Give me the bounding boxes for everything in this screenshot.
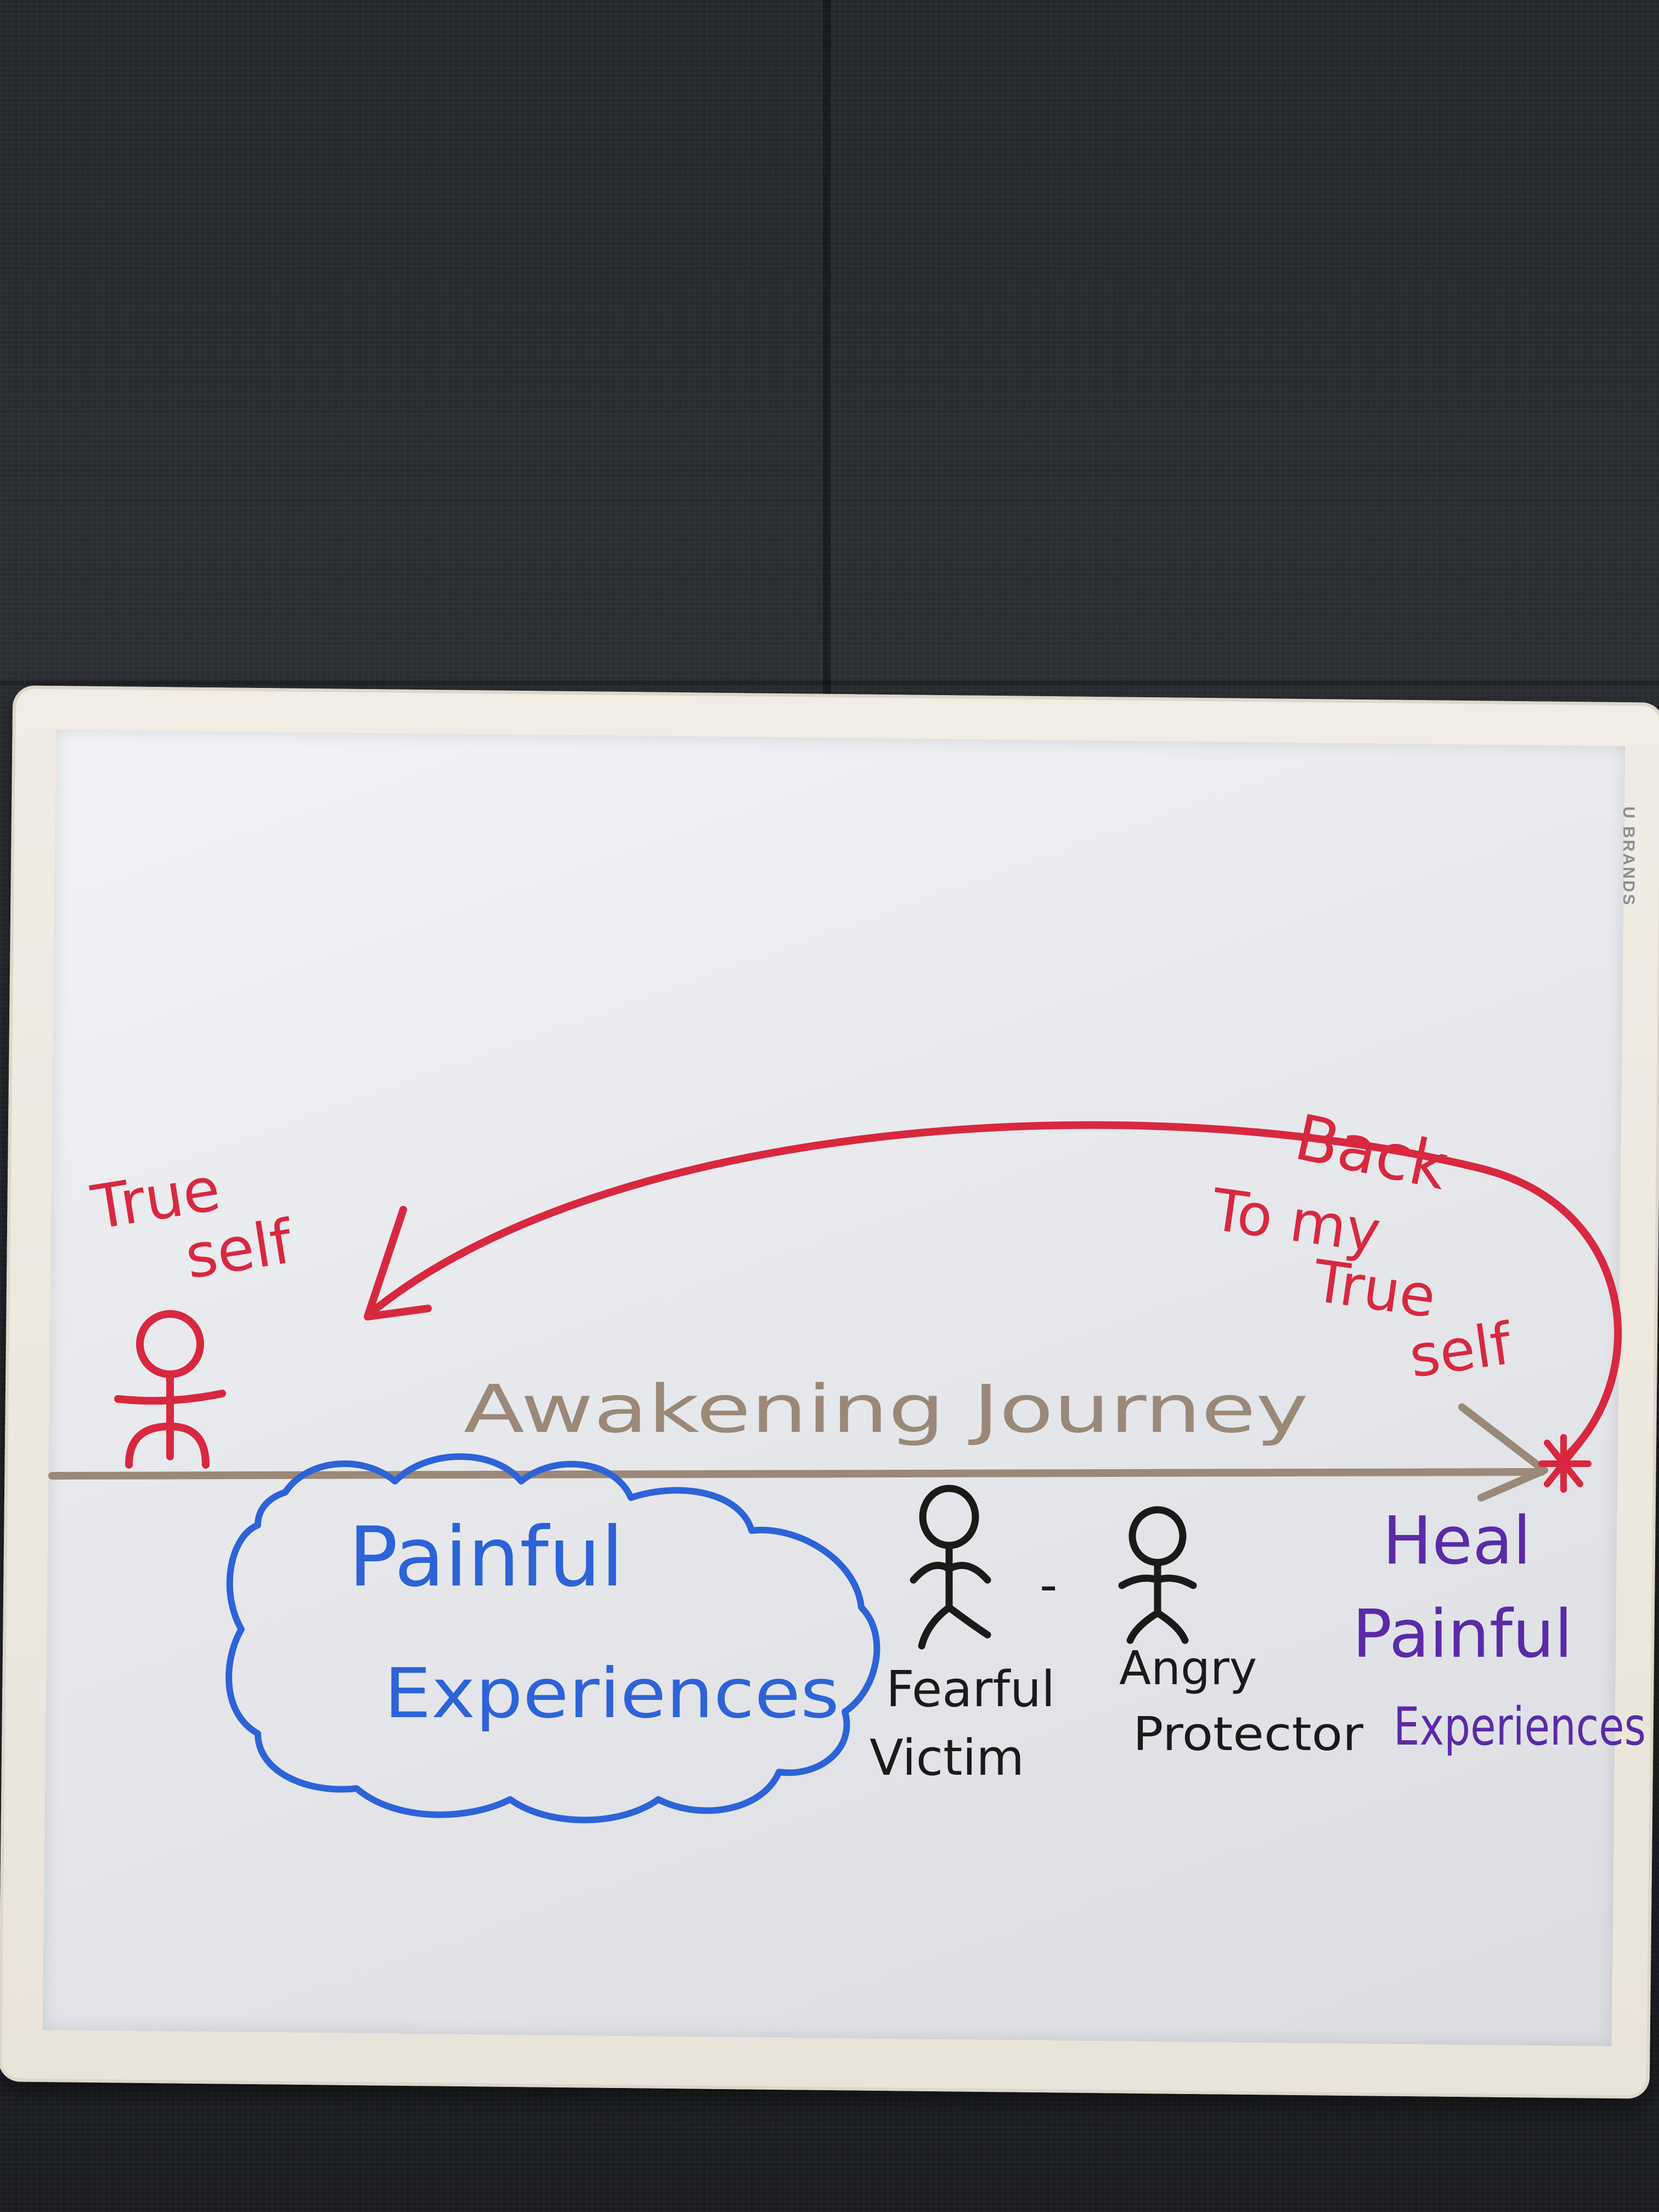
cloud-label-line-1: Painful: [348, 1510, 624, 1605]
cloud-label-line-2: Experiences: [384, 1654, 839, 1734]
painful-experiences-cloud: [225, 1453, 881, 1824]
heal-label: Heal: [1383, 1503, 1531, 1579]
true-self-label-line-2: self: [180, 1206, 298, 1293]
fearful-label: Fearful: [886, 1661, 1055, 1718]
heal-painful-label: Painful: [1352, 1596, 1573, 1673]
journey-arrowhead-icon: [1458, 1403, 1548, 1502]
return-arrowhead-icon: [364, 1206, 432, 1321]
couch-seam: [0, 680, 1659, 686]
protector-label: Protector: [1133, 1707, 1363, 1762]
brand-logo: U BRANDS: [1620, 806, 1638, 907]
destination-star-icon: [1538, 1434, 1592, 1493]
figure-separator: -: [1040, 1556, 1057, 1614]
victim-label: Victim: [870, 1729, 1024, 1787]
back-label: Back: [1289, 1101, 1454, 1204]
true-self-figure-icon: [114, 1310, 226, 1469]
couch-seam: [823, 0, 831, 708]
return-arc: [369, 1121, 1622, 1458]
angry-protector-figure-icon: [1118, 1506, 1197, 1644]
heal-experiences-label: Experiences: [1393, 1697, 1646, 1757]
journey-line: [48, 1468, 1545, 1480]
angry-label: Angry: [1119, 1641, 1257, 1696]
self-label: self: [1406, 1310, 1517, 1391]
true-label: True: [1309, 1248, 1440, 1331]
awakening-journey-label: Awakening Journey: [464, 1372, 1308, 1448]
fearful-victim-figure-icon: [910, 1485, 991, 1650]
